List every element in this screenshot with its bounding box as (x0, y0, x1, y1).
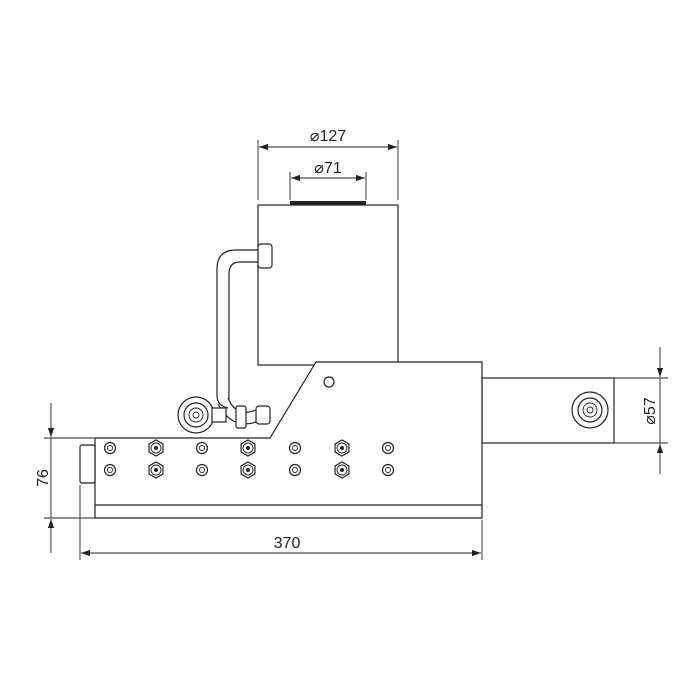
dim-total-length: 370 (79, 485, 483, 560)
diameter-symbol: ⌀ (310, 128, 320, 145)
rod-end-eye (571, 391, 609, 429)
plunger-top (290, 201, 366, 205)
hex-bolt (334, 461, 350, 479)
hex-bolt (240, 461, 256, 479)
hex-bolt (148, 439, 164, 457)
piston-rod (481, 377, 615, 444)
bolt-hole (381, 441, 395, 455)
diameter-symbol: ⌀ (314, 160, 324, 177)
cylinder-body (257, 201, 399, 366)
bolt-hole (103, 441, 117, 455)
dim-plunger-diameter: ⌀71 (289, 160, 367, 200)
end-cap (79, 444, 96, 484)
bolt-pattern (103, 439, 395, 479)
hex-bolt (334, 439, 350, 457)
bolt-hole (381, 463, 395, 477)
bolt-hole (195, 441, 209, 455)
bolt-hole (103, 463, 117, 477)
svg-text:⌀57: ⌀57 (642, 397, 659, 425)
bolt-hole (195, 463, 209, 477)
dim-71-value: 71 (324, 160, 342, 177)
diameter-symbol: ⌀ (642, 415, 659, 425)
dim-rod-diameter: ⌀57 (614, 347, 668, 474)
hex-bolt (240, 439, 256, 457)
svg-text:⌀127: ⌀127 (310, 128, 346, 145)
dim-base-height: 76 (35, 403, 95, 553)
vent-hole (323, 376, 335, 388)
dim-76-value: 76 (35, 469, 52, 487)
dim-cylinder-diameter: ⌀127 (257, 128, 399, 200)
coupler-fitting (177, 396, 227, 434)
svg-text:⌀71: ⌀71 (314, 160, 342, 177)
handle (216, 243, 273, 429)
base-body (79, 361, 483, 519)
dim-127-value: 127 (319, 128, 346, 145)
dim-57-value: 57 (642, 397, 659, 415)
dim-370-value: 370 (274, 535, 301, 552)
bolt-hole (288, 463, 302, 477)
bolt-hole (288, 441, 302, 455)
hex-bolt (148, 461, 164, 479)
